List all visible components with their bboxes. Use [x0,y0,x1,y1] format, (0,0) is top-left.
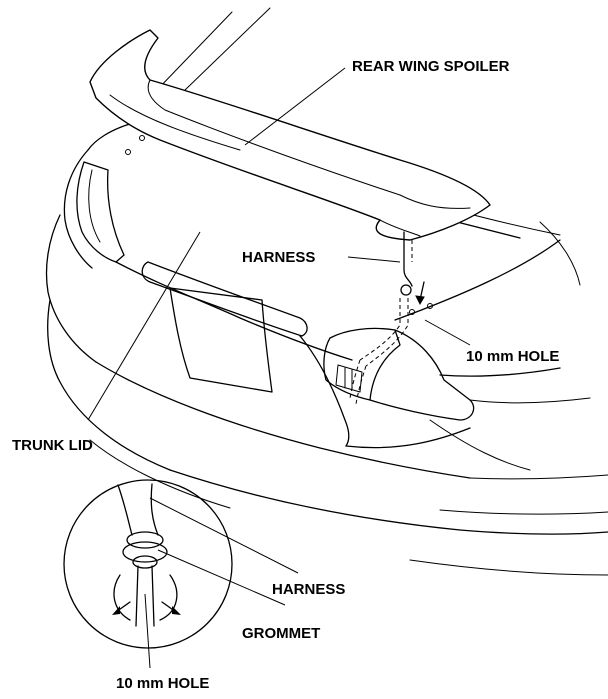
label-grommet: GROMMET [242,625,320,642]
label-trunk-lid: TRUNK LID [12,437,93,454]
grommet-detail-view [64,480,232,648]
label-hole-right: 10 mm HOLE [466,348,559,365]
label-harness-upper: HARNESS [242,249,315,266]
label-harness-detail: HARNESS [272,581,345,598]
label-rear-wing-spoiler: REAR WING SPOILER [352,58,510,75]
label-hole-bottom: 10 mm HOLE [116,675,209,692]
